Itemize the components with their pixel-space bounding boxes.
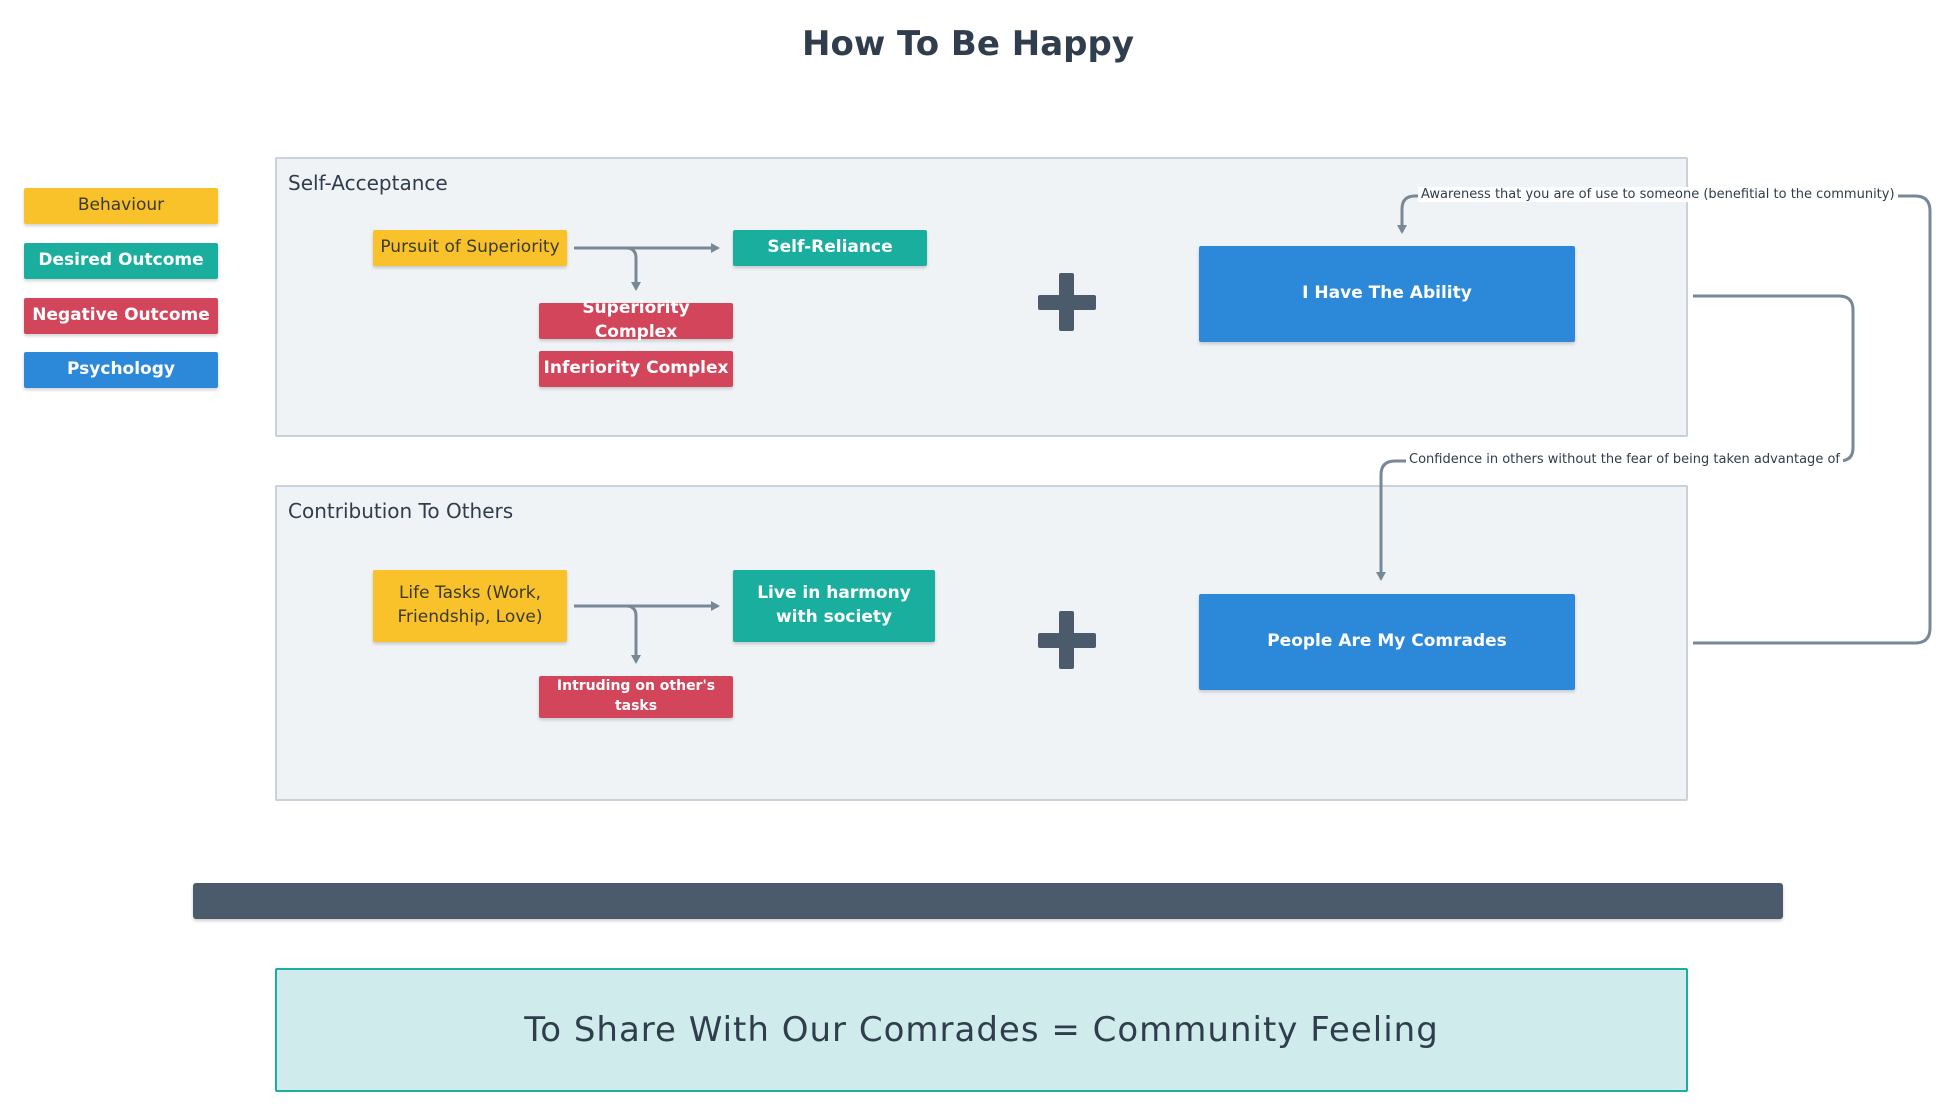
life-tasks-line1: Life Tasks (Work, xyxy=(398,583,542,604)
superiority-complex-box: Superiority Complex xyxy=(539,298,733,342)
life-tasks-line2: Friendship, Love) xyxy=(397,607,543,627)
self-acceptance-title: Self-Acceptance xyxy=(288,171,448,195)
harmony-line2: with society xyxy=(775,607,893,627)
self-reliance-box: Self-Reliance xyxy=(733,230,927,266)
confidence-label: Confidence in others without the fear of… xyxy=(1406,452,1843,467)
contribution-title: Contribution To Others xyxy=(288,499,514,523)
page-title: How To Be Happy xyxy=(802,24,1134,64)
pursuit-of-superiority-box: Pursuit of Superiority xyxy=(373,230,567,266)
people-are-my-comrades-box: People Are My Comrades xyxy=(1199,594,1575,690)
life-tasks-box: Life Tasks (Work, Friendship, Love) xyxy=(373,570,567,642)
awareness-label: Awareness that you are of use to someone… xyxy=(1418,187,1898,202)
inferiority-complex-box: Inferiority Complex xyxy=(539,351,733,387)
legend-desired-outcome: Desired Outcome xyxy=(24,243,218,279)
legend-psychology: Psychology xyxy=(24,352,218,388)
i-have-the-ability-box: I Have The Ability xyxy=(1199,246,1575,342)
legend-negative-outcome: Negative Outcome xyxy=(24,298,218,334)
community-feeling-box: To Share With Our Comrades = Community F… xyxy=(275,968,1688,1092)
legend-behaviour: Behaviour xyxy=(24,188,218,224)
intruding-box: Intruding on other's tasks xyxy=(539,676,733,718)
harmony-line1: Live in harmony xyxy=(757,583,911,604)
live-in-harmony-box: Live in harmony with society xyxy=(733,570,935,642)
divider-bar xyxy=(193,883,1783,919)
